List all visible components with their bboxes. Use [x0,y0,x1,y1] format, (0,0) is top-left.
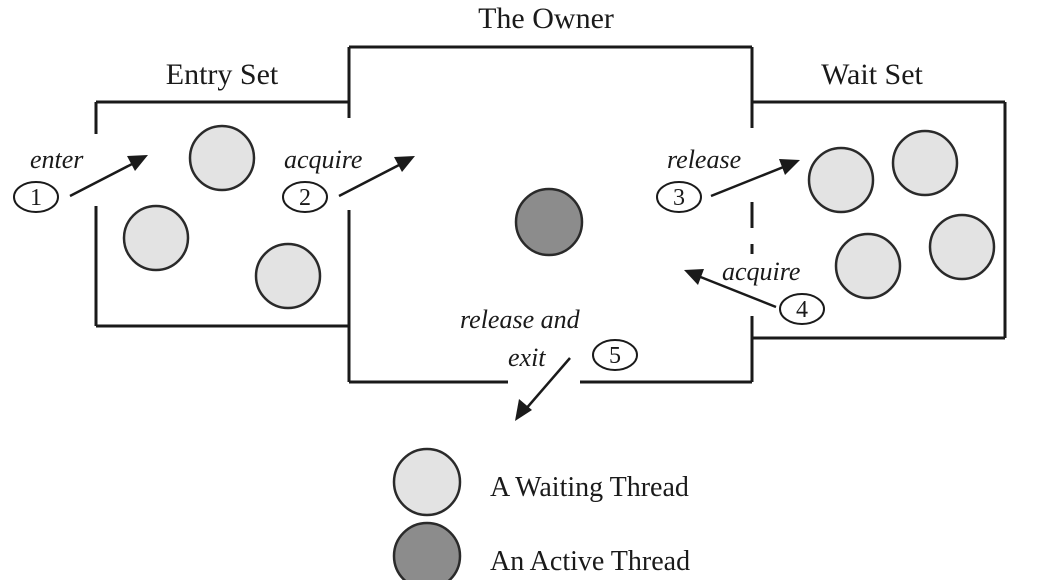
release-label: release [667,145,741,174]
step-5-badge [592,339,638,371]
release-exit-label-line2: exit [508,343,546,372]
legend: A Waiting Thread An Active Thread [392,447,690,580]
owner-active-thread [514,187,584,257]
acquire-entry-label: acquire [284,145,362,174]
step-2-badge [282,181,328,213]
enter-arrow [69,161,135,198]
acquire-wait-arrowhead [684,269,704,285]
wait-waiting-thread [834,232,902,300]
owner-box [347,45,754,384]
release-arrow [710,164,787,198]
acquire-entry-arrowhead [394,156,415,172]
enter-label: enter [30,145,84,174]
acquire-entry-arrow [338,162,402,198]
transition-acquire-wait: acquire 4 [684,257,825,325]
legend-active-label: An Active Thread [490,546,690,577]
step-4-badge [779,293,825,325]
exit-arrow [524,357,571,411]
legend-waiting-label: A Waiting Thread [490,472,689,503]
step-5-number: 5 [609,343,621,369]
step-2-number: 2 [299,185,311,211]
transition-release: release 3 [656,145,800,213]
entry-waiting-thread [122,204,190,272]
step-4-number: 4 [796,297,808,323]
entry-set-box [94,100,349,328]
owner-title: The Owner [478,2,614,35]
legend-waiting-swatch [392,447,462,517]
wait-waiting-thread [928,213,996,281]
enter-arrowhead [127,155,148,171]
entry-waiting-thread [188,124,256,192]
transition-release-exit: release and exit 5 [460,305,638,421]
wait-waiting-thread [891,129,959,197]
step-3-number: 3 [673,185,685,211]
wait-waiting-thread [807,146,875,214]
entry-set-title: Entry Set [166,58,279,91]
exit-arrowhead [515,399,532,421]
step-3-badge [656,181,702,213]
wait-set-box [752,100,1007,340]
step-1-badge [13,181,59,213]
entry-waiting-thread [254,242,322,310]
transition-enter: enter 1 [13,145,148,213]
acquire-wait-label: acquire [722,257,800,286]
release-arrowhead [779,159,800,175]
wait-set-title: Wait Set [821,58,923,91]
step-1-number: 1 [30,185,42,211]
transition-acquire-entry: acquire 2 [282,145,415,213]
legend-active-swatch [392,521,462,580]
release-exit-label-line1: release and [460,305,581,334]
acquire-wait-arrow [697,274,777,309]
